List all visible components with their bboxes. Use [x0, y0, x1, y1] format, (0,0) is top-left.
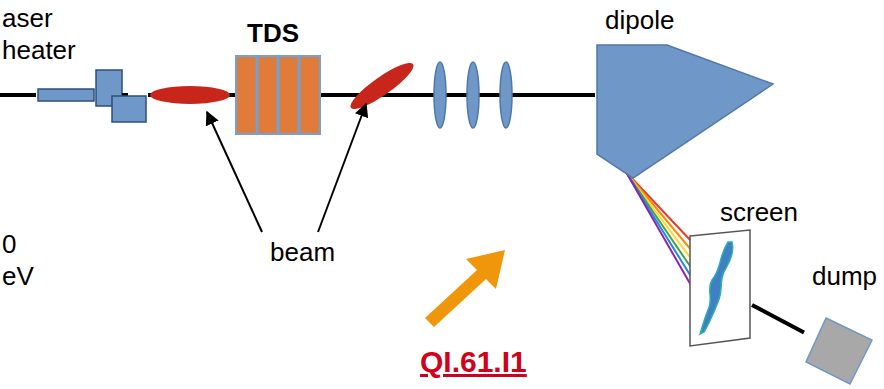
laser-heater-shape: [36, 68, 148, 124]
node-label: aser heater: [2, 2, 98, 66]
laser-heater: aser heater: [36, 68, 148, 124]
quadrupoles: [434, 62, 512, 128]
electron-bunch: [150, 86, 230, 104]
beam-dump-shape: [804, 316, 874, 386]
tds-cavity: TDS: [235, 55, 321, 135]
beam-pipe: [0, 93, 36, 97]
screen: screen: [688, 228, 752, 348]
tds-cavity-shape: [235, 55, 321, 135]
beam-dump: dump: [804, 316, 874, 386]
quadrupole-name: QI.61.I1: [420, 344, 527, 380]
energy-label: 0 eV: [2, 228, 36, 292]
electron-bunch-tilted: [346, 57, 419, 115]
screen-shape: [688, 228, 752, 348]
dipole-magnet-shape: [595, 42, 775, 180]
beam-pipe: [752, 305, 804, 333]
dispersed-rays: [626, 172, 692, 287]
dipole-magnet: dipole: [595, 42, 775, 180]
highlight-arrow: [425, 250, 505, 327]
node-label: TDS: [247, 17, 299, 49]
node-label: dump: [812, 260, 877, 292]
node-label: screen: [720, 196, 798, 228]
beam-label: beam: [270, 236, 335, 268]
node-label: dipole: [605, 4, 674, 36]
pointer-arrow: [318, 104, 366, 232]
